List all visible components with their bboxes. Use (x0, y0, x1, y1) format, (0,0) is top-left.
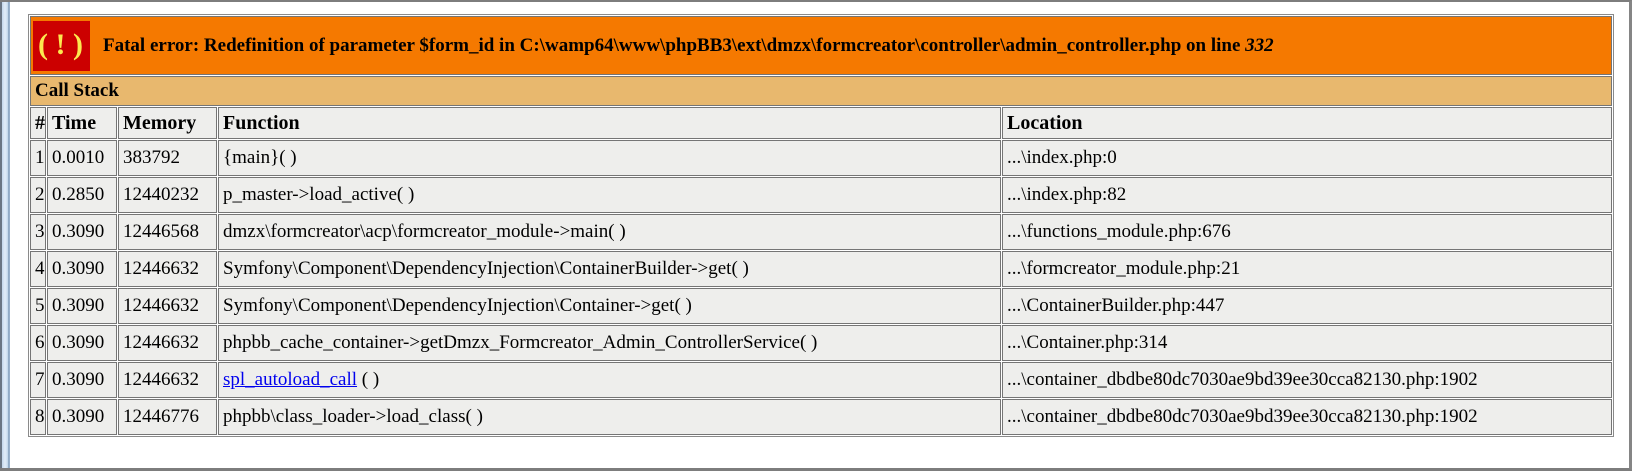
memory-cell: 12446776 (118, 399, 217, 435)
function-cell: Symfony\Component\DependencyInjection\Co… (218, 288, 1001, 324)
memory-cell: 383792 (118, 140, 217, 176)
function-cell: phpbb\class_loader->load_class( ) (218, 399, 1001, 435)
location-cell: ...\ContainerBuilder.php:447 (1002, 288, 1613, 324)
time-cell: 0.3090 (47, 251, 117, 287)
fatal-error-row: ( ! ) Fatal error: Redefinition of parame… (30, 16, 1613, 75)
row-number-cell: 8 (30, 399, 46, 435)
call-stack-header-row: # Time Memory Function Location (30, 107, 1613, 139)
row-number-cell: 1 (30, 140, 46, 176)
fatal-error-message: Fatal error: Redefinition of parameter $… (102, 34, 1246, 56)
row-number-cell: 3 (30, 214, 46, 250)
time-cell: 0.3090 (47, 325, 117, 361)
time-cell: 0.0010 (47, 140, 117, 176)
function-doc-link[interactable]: spl_autoload_call (223, 369, 358, 390)
call-stack-title-row: Call Stack (30, 76, 1613, 106)
row-number-cell: 7 (30, 362, 46, 398)
call-stack-row: 8 0.3090 12446776 phpbb\class_loader->lo… (30, 399, 1613, 435)
time-cell: 0.3090 (47, 399, 117, 435)
call-stack-row: 5 0.3090 12446632 Symfony\Component\Depe… (30, 288, 1613, 324)
row-number-cell: 6 (30, 325, 46, 361)
function-cell: p_master->load_active( ) (218, 177, 1001, 213)
memory-cell: 12446632 (118, 325, 217, 361)
memory-cell: 12446632 (118, 288, 217, 324)
time-cell: 0.3090 (47, 288, 117, 324)
call-stack-row: 6 0.3090 12446632 phpbb_cache_container-… (30, 325, 1613, 361)
memory-cell: 12446632 (118, 362, 217, 398)
function-cell: Symfony\Component\DependencyInjection\Co… (218, 251, 1001, 287)
col-header-function: Function (218, 107, 1001, 139)
location-cell: ...\functions_module.php:676 (1002, 214, 1613, 250)
location-cell: ...\index.php:0 (1002, 140, 1613, 176)
function-cell: dmzx\formcreator\acp\formcreator_module-… (218, 214, 1001, 250)
window-left-border (0, 2, 12, 468)
call-stack-row: 3 0.3090 12446568 dmzx\formcreator\acp\f… (30, 214, 1613, 250)
function-call-suffix: ( ) (357, 369, 380, 390)
col-header-time: Time (47, 107, 117, 139)
call-stack-row: 2 0.2850 12440232 p_master->load_active(… (30, 177, 1613, 213)
location-cell: ...\index.php:82 (1002, 177, 1613, 213)
row-number-cell: 4 (30, 251, 46, 287)
location-cell: ...\container_dbdbe80dc7030ae9bd39ee30cc… (1002, 399, 1613, 435)
fatal-error-banner: ( ! ) Fatal error: Redefinition of parame… (30, 16, 1613, 75)
location-cell: ...\formcreator_module.php:21 (1002, 251, 1613, 287)
xdebug-error-table: ( ! ) Fatal error: Redefinition of parame… (28, 14, 1615, 437)
location-cell: ...\container_dbdbe80dc7030ae9bd39ee30cc… (1002, 362, 1613, 398)
memory-cell: 12446568 (118, 214, 217, 250)
call-stack-title: Call Stack (30, 76, 1613, 106)
function-cell: spl_autoload_call ( ) (218, 362, 1001, 398)
row-number-cell: 2 (30, 177, 46, 213)
location-cell: ...\Container.php:314 (1002, 325, 1613, 361)
memory-cell: 12440232 (118, 177, 217, 213)
function-cell: phpbb_cache_container->getDmzx_Formcreat… (218, 325, 1001, 361)
error-line-number: 332 (1245, 34, 1274, 56)
call-stack-row: 1 0.0010 383792 {main}( ) ...\index.php:… (30, 140, 1613, 176)
col-header-location: Location (1002, 107, 1613, 139)
alert-icon: ( ! ) (33, 20, 90, 71)
col-header-num: # (30, 107, 46, 139)
col-header-memory: Memory (118, 107, 217, 139)
time-cell: 0.3090 (47, 362, 117, 398)
function-cell: {main}( ) (218, 140, 1001, 176)
call-stack-row: 7 0.3090 12446632 spl_autoload_call ( ) … (30, 362, 1613, 398)
time-cell: 0.3090 (47, 214, 117, 250)
time-cell: 0.2850 (47, 177, 117, 213)
call-stack-row: 4 0.3090 12446632 Symfony\Component\Depe… (30, 251, 1613, 287)
row-number-cell: 5 (30, 288, 46, 324)
memory-cell: 12446632 (118, 251, 217, 287)
